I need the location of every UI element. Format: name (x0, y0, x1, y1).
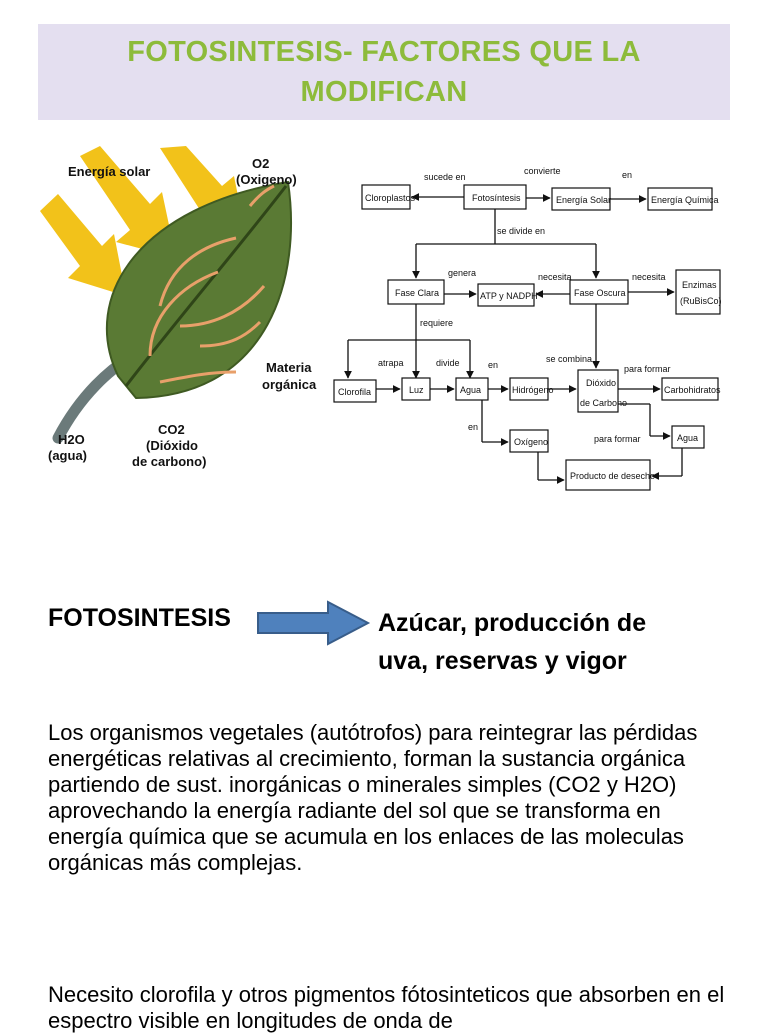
edge-necesita-2: necesita (632, 272, 666, 282)
edge-necesita: necesita (538, 272, 572, 282)
label-agua: (agua) (48, 448, 87, 463)
paragraph-autotrofos: Los organismos vegetales (autótrofos) pa… (48, 720, 728, 876)
leaf-illustration: Energía solar O2 (Oxigeno) Materia orgán… (40, 146, 320, 476)
node-luz: Luz (409, 385, 424, 395)
node-energia-quimica: Energía Química (651, 195, 719, 205)
summary-result-line2: uva, reservas y vigor (378, 642, 646, 680)
node-clorofila: Clorofila (338, 387, 371, 397)
node-producto: Producto de desecho (570, 471, 655, 481)
edge-para-formar: para formar (624, 364, 671, 374)
edge-para-formar-2: para formar (594, 434, 641, 444)
edge-genera: genera (448, 268, 476, 278)
node-fotosintesis: Fotosíntesis (472, 193, 521, 203)
edge-en-2: en (488, 360, 498, 370)
label-o2: O2 (252, 156, 269, 171)
node-rubisco: (RuBisCo) (680, 296, 722, 306)
node-agua-2: Agua (677, 433, 698, 443)
label-oxigeno: (Oxigeno) (236, 172, 297, 187)
edge-en: en (622, 170, 632, 180)
edge-se-combina: se combina (546, 354, 592, 364)
label-h2o: H2O (58, 432, 85, 447)
edge-en-3: en (468, 422, 478, 432)
summary-result-line1: Azúcar, producción de (378, 604, 646, 642)
page-title-line1: FOTOSINTESIS- FACTORES QUE LA (127, 32, 641, 72)
edge-atrapa: atrapa (378, 358, 404, 368)
node-enzimas-box (676, 270, 720, 314)
node-dioxido: Dióxido (586, 378, 616, 388)
paragraph-clorofila: Necesito clorofila y otros pigmentos fót… (48, 982, 728, 1034)
node-carbohidratos: Carbohidratos (664, 385, 721, 395)
label-dioxido: (Dióxido (146, 438, 198, 453)
edge-requiere: requiere (420, 318, 453, 328)
label-materia: Materia (266, 360, 312, 375)
summary-fotosintesis: FOTOSINTESIS (48, 604, 231, 633)
node-cloroplastos: Cloroplastos (365, 193, 416, 203)
right-arrow-icon (256, 600, 372, 646)
node-atp: ATP y NADPH (480, 291, 538, 301)
summary-row: FOTOSINTESIS Azúcar, producción de uva, … (48, 600, 748, 690)
node-oxigeno: Oxígeno (514, 437, 548, 447)
node-fase-oscura: Fase Oscura (574, 288, 626, 298)
edge-convierte: convierte (524, 166, 561, 176)
label-co2: CO2 (158, 422, 185, 437)
edge-divide: divide (436, 358, 460, 368)
summary-result: Azúcar, producción de uva, reservas y vi… (378, 604, 646, 680)
edge-se-divide-en: se divide en (497, 226, 545, 236)
label-energia-solar: Energía solar (68, 164, 150, 179)
node-energia-solar: Energía Solar (556, 195, 611, 205)
node-enzimas: Enzimas (682, 280, 717, 290)
node-agua: Agua (460, 385, 481, 395)
label-organica: orgánica (262, 377, 317, 392)
edge-sucede-en: sucede en (424, 172, 466, 182)
node-hidrogeno: Hidrógeno (512, 385, 554, 395)
title-band: FOTOSINTESIS- FACTORES QUE LA MODIFICAN (38, 24, 730, 120)
sun-arrow-1 (40, 194, 126, 296)
node-fase-clara: Fase Clara (395, 288, 439, 298)
concept-map: Cloroplastos Fotosíntesis Energía Solar … (332, 160, 724, 496)
node-de-carbono: de Carbono (580, 398, 627, 408)
page-title-line2: MODIFICAN (300, 72, 467, 112)
label-de-carbono: de carbono) (132, 454, 206, 469)
